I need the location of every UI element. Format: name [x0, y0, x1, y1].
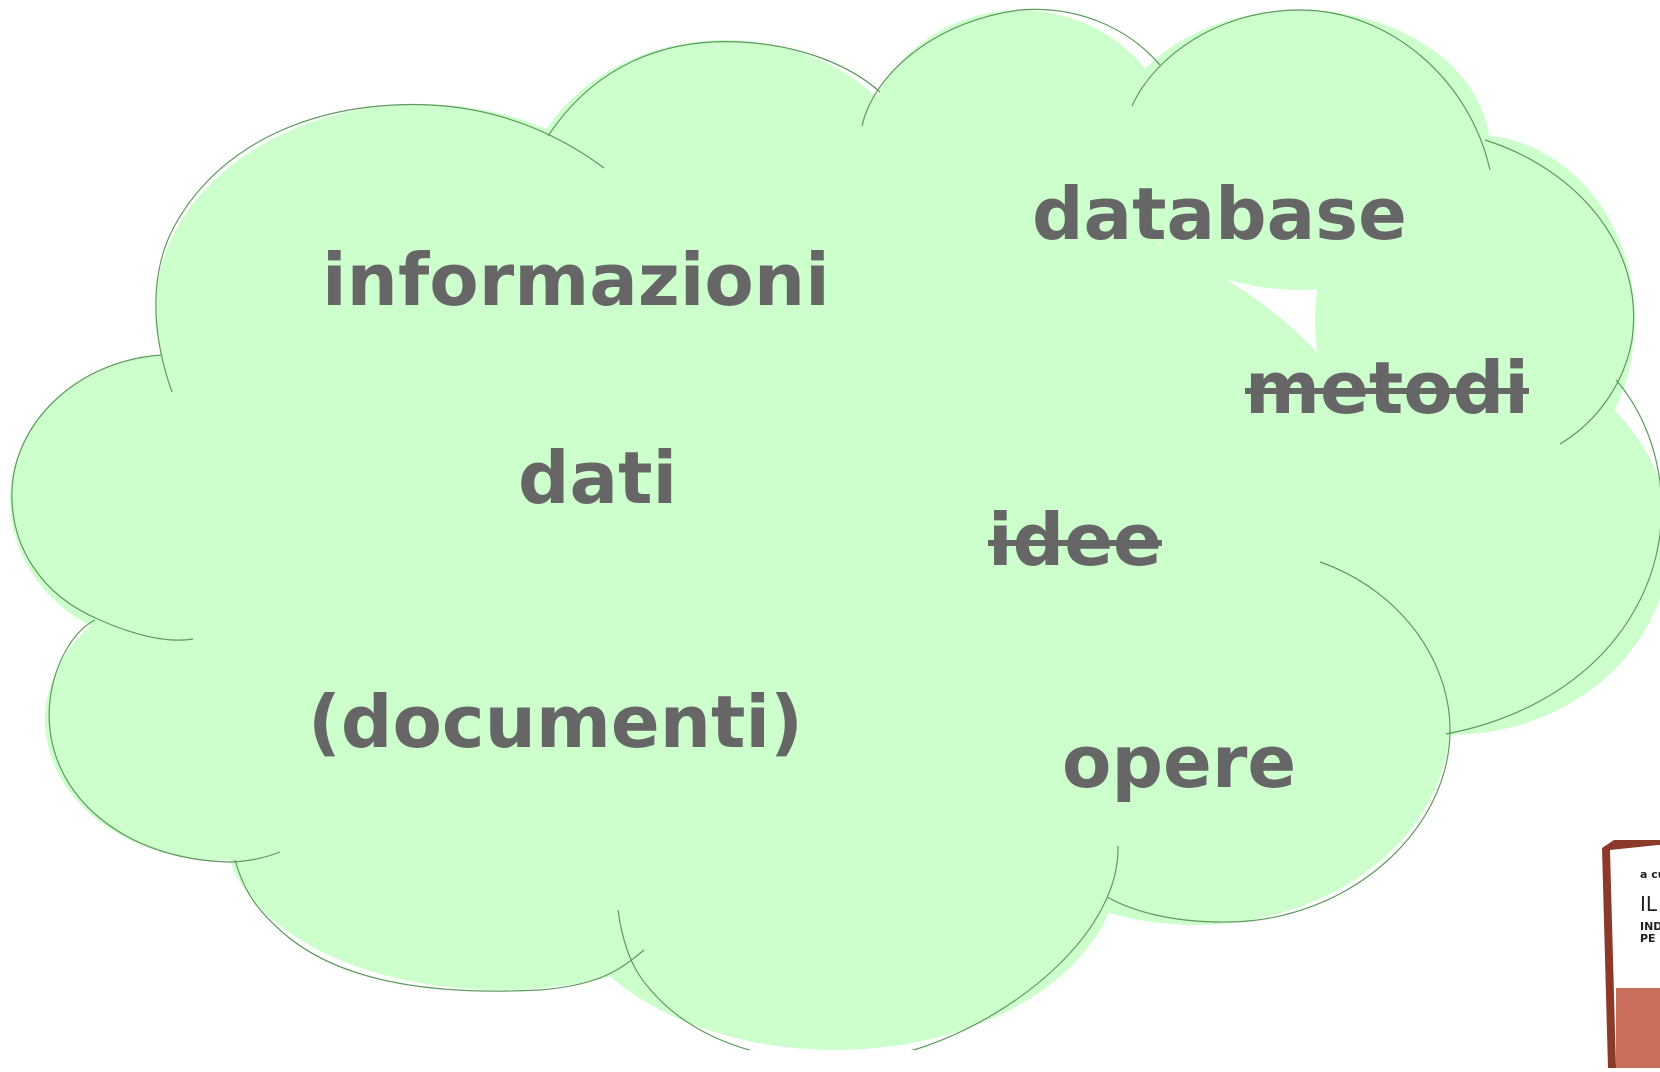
cloud-outline [11, 8, 1660, 1050]
book-text-mid: IL [1640, 892, 1658, 916]
book-text-line-2: PE [1640, 932, 1656, 945]
term-dati: dati [518, 436, 678, 520]
book-cover-image [1602, 840, 1660, 1068]
cloud-shape [10, 10, 1660, 1050]
term-metodi: metodi [1245, 346, 1529, 430]
term-database: database [1032, 172, 1407, 256]
cloud-diagram [10, 8, 1660, 1050]
term-documenti: (documenti) [308, 680, 803, 764]
book-text-line-1: IND [1640, 920, 1660, 933]
book-thumbnail: a cu IL IND PE [1598, 828, 1660, 1068]
book-text-top: a cu [1640, 868, 1660, 881]
term-informazioni: informazioni [322, 238, 830, 322]
term-opere: opere [1062, 720, 1297, 804]
term-idee: idee [988, 498, 1162, 582]
